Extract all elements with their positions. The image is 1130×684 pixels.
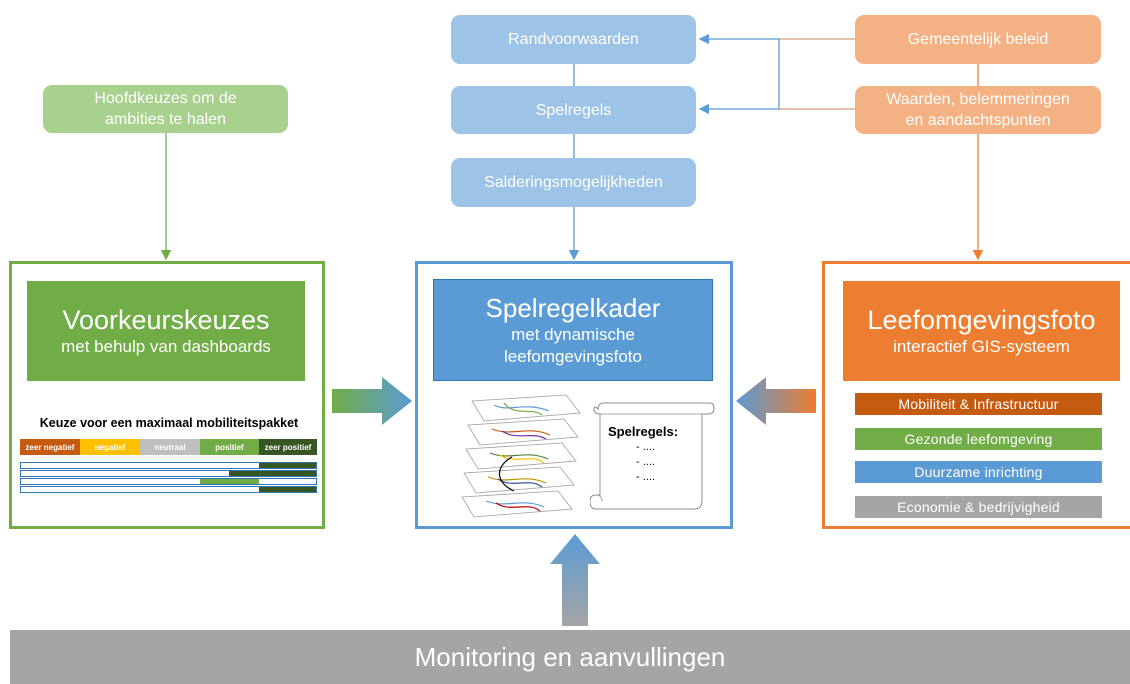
waarden-label-line2: en aandachtspunten [905,112,1051,129]
category-duurzame-inrichting: Duurzame inrichting [855,461,1102,483]
dashboard-row [20,478,317,485]
scroll-title: Spelregels: [608,424,679,439]
waarden-box: Waarden, belemmeringen en aandachtspunte… [855,86,1101,134]
leefomgevingsfoto-subtitle: interactief GIS-systeem [893,337,1070,356]
salderingsmogelijkheden-label: Salderingsmogelijkheden [484,174,663,191]
spelregelkader-title: Spelregelkader [485,293,661,323]
legend-neutraal: neutraal [140,439,200,455]
leefomgevingsfoto-header: Leefomgevingsfoto interactief GIS-systee… [843,281,1120,381]
voorkeurskeuzes-subtitle: met behulp van dashboards [61,337,271,356]
category-economie: Economie & bedrijvigheid [855,496,1102,518]
legend-zeer-positief: zeer positief [259,439,317,455]
voorkeurskeuzes-panel: Voorkeurskeuzes met behulp van dashboard… [9,261,325,529]
category-gezonde-leefomgeving: Gezonde leefomgeving [855,428,1102,450]
voorkeurskeuzes-header: Voorkeurskeuzes met behulp van dashboard… [27,281,305,381]
spelregels-box: Spelregels [451,86,696,134]
arrow-right-to-center [736,377,816,425]
salderingsmogelijkheden-box: Salderingsmogelijkheden [451,158,696,207]
scroll-item: - .... [636,471,655,483]
scroll-image [590,402,715,510]
randvoorwaarden-label: Randvoorwaarden [508,31,639,48]
dashboard-row [20,462,317,469]
gemeentelijk-beleid-label: Gemeentelijk beleid [907,31,1049,48]
leefomgevingsfoto-title: Leefomgevingsfoto [867,305,1096,335]
hoofdkeuzes-label-line2: ambities te halen [105,111,226,128]
hoofdkeuzes-box: Hoofdkeuzes om de ambities te halen [43,85,288,133]
spelregelkader-panel: Spelregelkader met dynamische leefomgevi… [415,261,733,529]
scroll-list: - .... - .... - .... [636,440,655,485]
legend-zeer-negatief: zeer negatief [20,439,80,455]
category-mobiliteit: Mobiliteit & Infrastructuur [855,393,1102,415]
dashboard-row [20,470,317,477]
arrow-bottom-to-center [550,534,600,626]
scroll-item: - .... [636,441,655,453]
waarden-label-line1: Waarden, belemmeringen [886,91,1070,108]
arrow-left-to-center [332,377,412,425]
spelregelkader-subtitle-line1: met dynamische [511,325,635,344]
leefomgevingsfoto-panel: Leefomgevingsfoto interactief GIS-systee… [822,261,1130,529]
voorkeurskeuzes-title: Voorkeurskeuzes [62,305,270,335]
dashboard-row [20,486,317,493]
spelregelkader-subtitle-line2: leefomgevingsfoto [504,347,642,366]
hoofdkeuzes-label-line1: Hoofdkeuzes om de [94,90,237,107]
gemeentelijk-beleid-box: Gemeentelijk beleid [855,15,1101,64]
dashboard-title: Keuze voor een maximaal mobiliteitspakke… [39,416,299,430]
legend-negatief: negatief [80,439,140,455]
monitoring-bar: Monitoring en aanvullingen [10,630,1130,684]
spelregels-label: Spelregels [535,101,612,119]
monitoring-label: Monitoring en aanvullingen [414,641,726,672]
legend-positief: positief [200,439,259,455]
map-layers-image [461,394,581,518]
randvoorwaarden-box: Randvoorwaarden [451,15,696,64]
spelregelkader-header: Spelregelkader met dynamische leefomgevi… [433,279,713,381]
dashboard-legend: zeer negatief negatief neutraal positief… [20,439,317,455]
scroll-item: - .... [636,456,655,468]
